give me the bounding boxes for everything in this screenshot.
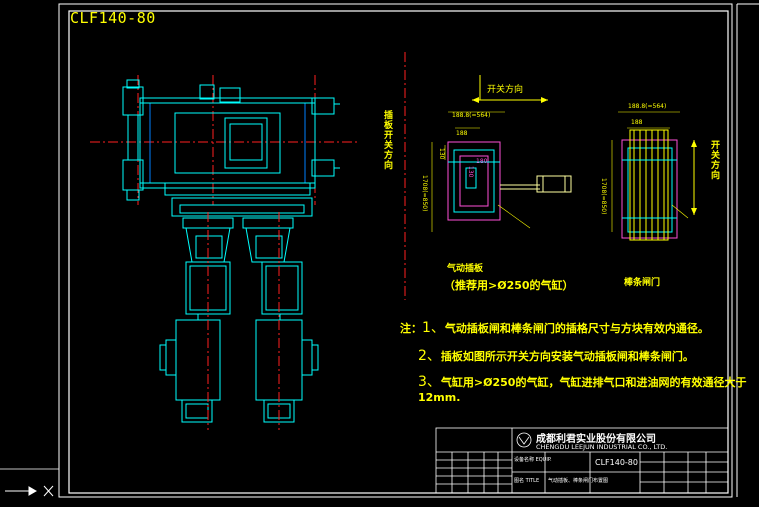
outer-border bbox=[58, 3, 733, 498]
dim-left-small: 180 bbox=[476, 158, 488, 165]
dim-left-inner: 188 bbox=[456, 130, 468, 137]
dim-right-width: 188.8(=564) bbox=[628, 103, 667, 110]
note-1-text: 气动插板闸和棒条闸门的插格尺寸与方块有效内通径。 bbox=[444, 322, 709, 335]
direction-label-top: 开关方向 bbox=[487, 85, 524, 95]
note-2-number: 2、 bbox=[418, 348, 441, 364]
pneumatic-gate-note: （推荐用>Ø250的气缸） bbox=[444, 279, 574, 292]
note-2: 2、插板如图所示开关方向安装气动插板闸和棒条闸门。 bbox=[418, 345, 694, 365]
pneumatic-gate-detail bbox=[431, 75, 572, 232]
note-1: 注：1、气动插板闸和棒条闸门的插格尺寸与方块有效内通径。 bbox=[400, 317, 709, 337]
dim-left-inner-h: 130 bbox=[438, 148, 445, 160]
strip-gate-detail bbox=[611, 111, 697, 241]
company-name-cn: 成都利君实业股份有限公司 bbox=[536, 434, 656, 445]
dim-right-inner: 188 bbox=[631, 119, 643, 126]
inner-border bbox=[68, 10, 729, 494]
note-3-number: 3、 bbox=[418, 374, 441, 390]
equip-label: 设备名称 EQUIP. bbox=[514, 457, 552, 463]
dim-left-width: 188.8(=564) bbox=[452, 112, 491, 119]
side-direction-label: 插板开关方向 bbox=[382, 110, 392, 170]
dim-left-small2: 130 bbox=[467, 166, 474, 178]
drawing-title: CLF140-80 bbox=[70, 9, 156, 27]
note-3-text: 气缸用>Ø250的气缸，气缸进排气口和进油网的有效通径大于12mm. bbox=[418, 376, 747, 404]
note-prefix: 注： bbox=[400, 322, 422, 335]
dim-left-height: 1708(=850) bbox=[421, 175, 428, 212]
dim-right-height: 1708(=850) bbox=[600, 178, 607, 215]
drawing-number: CLF140-80 bbox=[595, 458, 638, 467]
title-block bbox=[435, 427, 729, 494]
note-2-text: 插板如图所示开关方向安装气动插板闸和棒条闸门。 bbox=[440, 350, 694, 363]
roller-press-machine bbox=[90, 75, 360, 430]
direction-label-right: 开关方向 bbox=[709, 140, 719, 180]
company-name-en: CHENGDU LEEJUN INDUSTRIAL CO., LTD. bbox=[536, 443, 668, 451]
title-value: 气动插板、棒条闸门布置图 bbox=[548, 478, 609, 484]
ucs-icon bbox=[5, 485, 54, 497]
pneumatic-gate-label: 气动插板 bbox=[447, 264, 484, 274]
note-3: 3、气缸用>Ø250的气缸，气缸进排气口和进油网的有效通径大于12mm. bbox=[418, 371, 759, 404]
strip-gate-label: 棒条闸门 bbox=[624, 278, 661, 288]
title-label: 图名 TITLE bbox=[514, 478, 540, 484]
note-1-number: 1、 bbox=[422, 320, 445, 336]
